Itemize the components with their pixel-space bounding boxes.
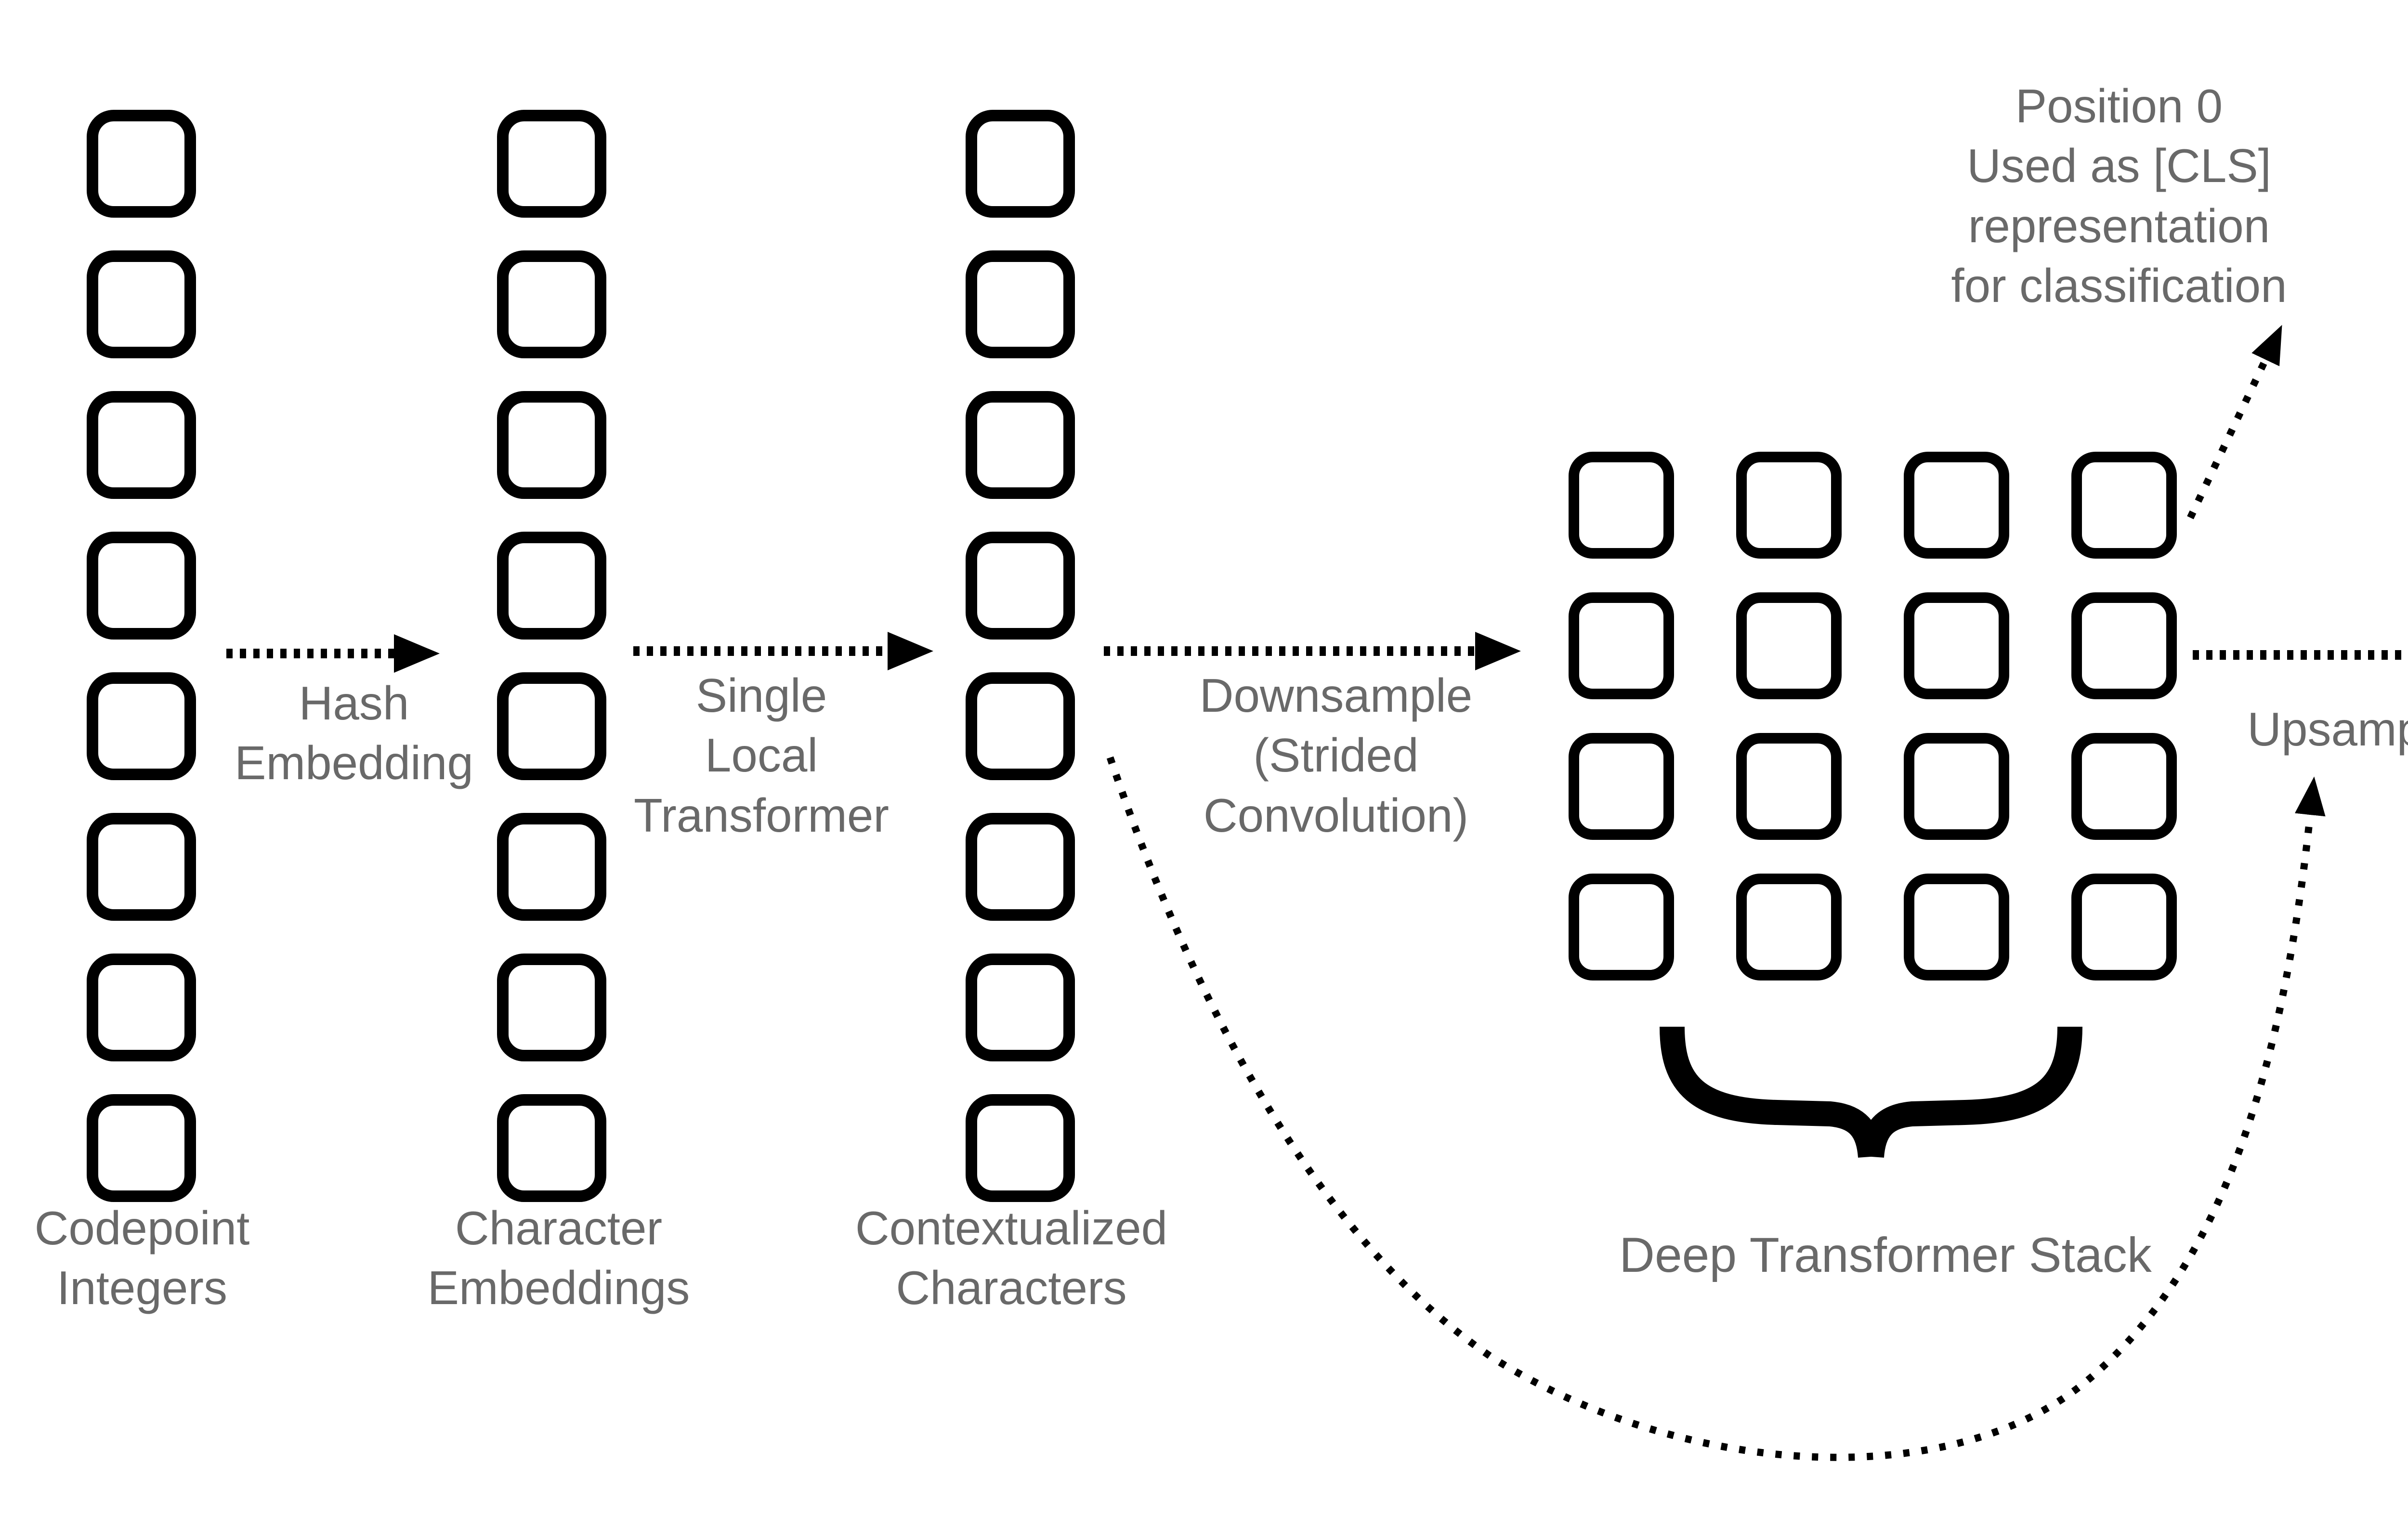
character-embeddings-label: Character Embeddings xyxy=(427,1202,690,1315)
hash-embedding-label: Hash Embedding xyxy=(235,677,473,790)
deep-stack-box xyxy=(1569,733,1674,840)
contextualized-character-box xyxy=(966,532,1075,640)
codepoint-box xyxy=(87,391,196,499)
underbrace xyxy=(1660,1026,2082,1158)
deep-stack-box xyxy=(1904,452,2009,559)
deep-stack-box xyxy=(1904,874,2009,980)
cls-position0-arrow xyxy=(2187,325,2282,520)
deep-transformer-stack-label: Deep Transformer Stack xyxy=(1619,1228,2152,1282)
deep-stack-box xyxy=(2071,874,2177,980)
deep-stack-box xyxy=(1904,592,2009,699)
character-embedding-box xyxy=(497,391,606,499)
character-embedding-box xyxy=(497,250,606,358)
deep-stack-box xyxy=(1569,874,1674,980)
downsample-label: Downsample (Strided Convolution) xyxy=(1199,669,1473,842)
column-contextualized-characters xyxy=(966,110,1075,1202)
codepoint-box xyxy=(87,250,196,358)
deep-stack-box xyxy=(1569,452,1674,559)
single-local-transformer-label: Single Local Transformer xyxy=(633,669,890,842)
codepoint-box xyxy=(87,672,196,780)
contextualized-character-box xyxy=(966,954,1075,1061)
codepoint-box xyxy=(87,954,196,1061)
contextualized-character-box xyxy=(966,813,1075,921)
contextualized-character-box xyxy=(966,250,1075,358)
deep-transformer-grid xyxy=(1569,452,2177,980)
contextualized-character-box xyxy=(966,391,1075,499)
codepoint-box xyxy=(87,532,196,640)
codepoint-box xyxy=(87,1094,196,1202)
deep-stack-box xyxy=(1736,874,1842,980)
deep-stack-box xyxy=(1569,592,1674,699)
character-embedding-box xyxy=(497,110,606,218)
codepoint-integers-label: Codepoint Integers xyxy=(34,1202,250,1315)
deep-stack-box xyxy=(1736,733,1842,840)
codepoint-box xyxy=(87,110,196,218)
deep-stack-box xyxy=(2071,592,2177,699)
deep-stack-box xyxy=(1904,733,2009,840)
deep-stack-box xyxy=(1736,452,1842,559)
deep-stack-box xyxy=(2071,733,2177,840)
character-embedding-box xyxy=(497,532,606,640)
deep-stack-box xyxy=(1736,592,1842,699)
cls-position0-note: Position 0 Used as [CLS] representation … xyxy=(1951,79,2287,313)
contextualized-character-box xyxy=(966,110,1075,218)
codepoint-box xyxy=(87,813,196,921)
character-embedding-box xyxy=(497,954,606,1061)
character-embedding-box xyxy=(497,672,606,780)
character-embedding-box xyxy=(497,813,606,921)
column-codepoint-integers xyxy=(87,110,196,1202)
contextualized-characters-label: Contextualized Characters xyxy=(855,1202,1168,1315)
character-embedding-box xyxy=(497,1094,606,1202)
upsampling-label: Upsampling xyxy=(2247,703,2408,756)
column-character-embeddings xyxy=(497,110,606,1202)
contextualized-character-box xyxy=(966,672,1075,780)
contextualized-character-box xyxy=(966,1094,1075,1202)
deep-stack-box xyxy=(2071,452,2177,559)
